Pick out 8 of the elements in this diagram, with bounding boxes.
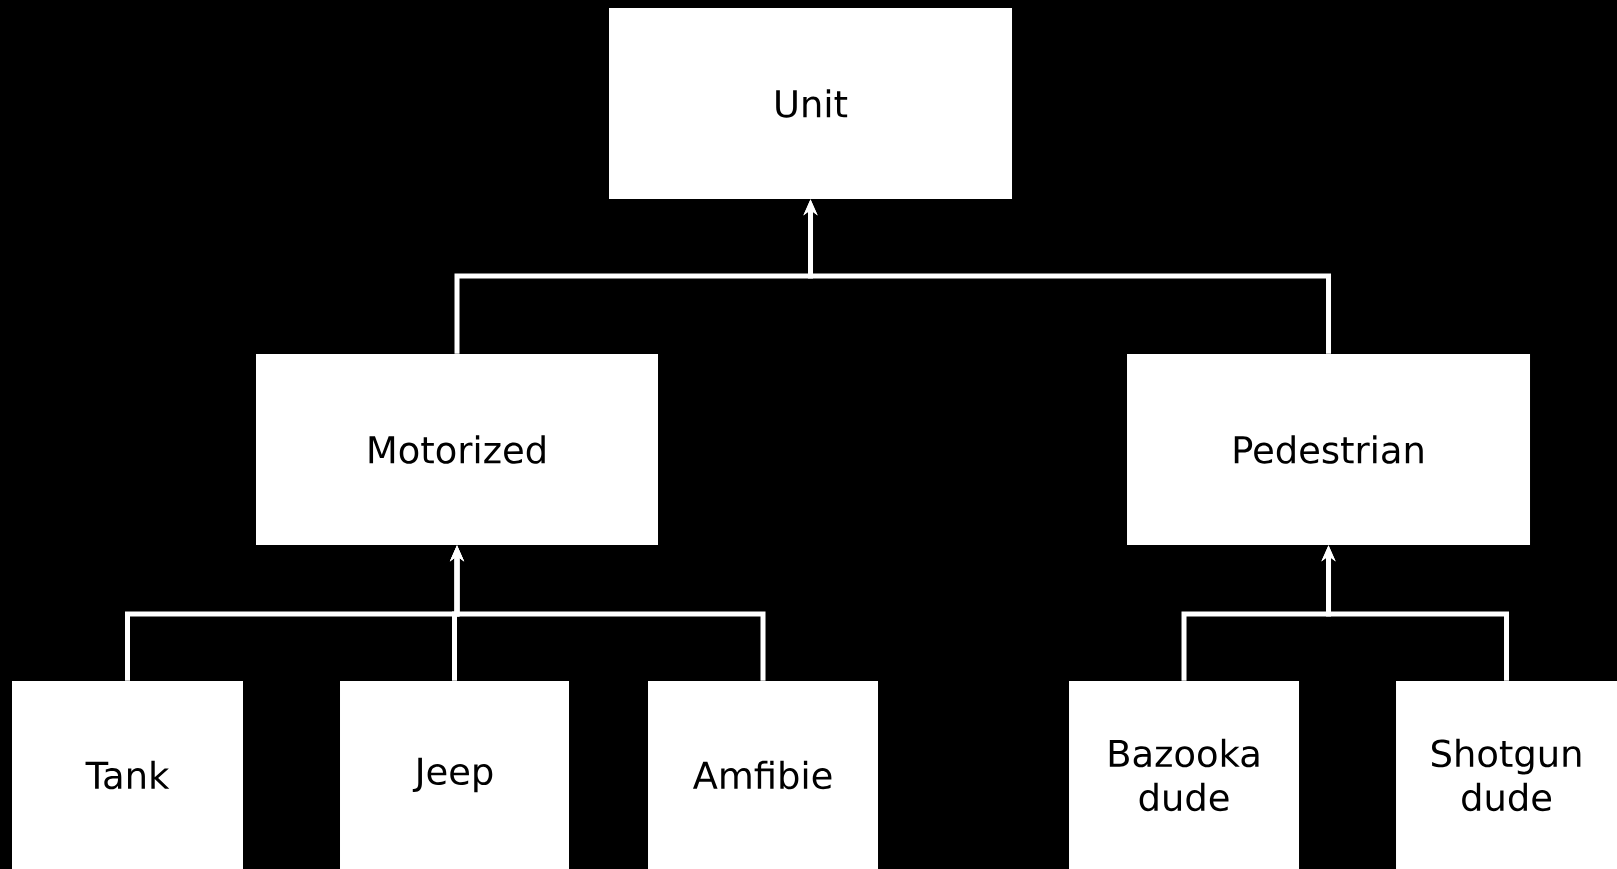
class-box: Tank bbox=[12, 681, 243, 869]
class-box: Pedestrian bbox=[1127, 354, 1530, 545]
class-box: Amfibie bbox=[648, 681, 878, 869]
class-box: Jeep bbox=[340, 681, 569, 869]
class-box: Bazooka dude bbox=[1069, 681, 1299, 869]
class-box: Unit bbox=[609, 8, 1012, 199]
class-box: Motorized bbox=[256, 354, 658, 545]
class-box: Shotgun dude bbox=[1396, 681, 1617, 869]
